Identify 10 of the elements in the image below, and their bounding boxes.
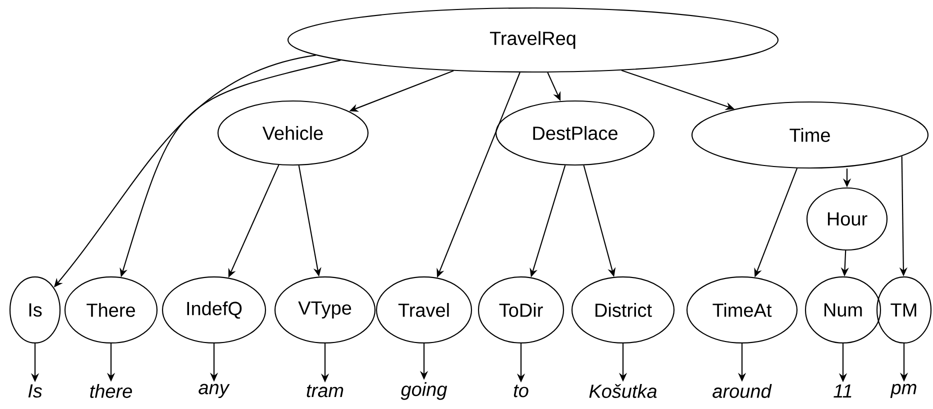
- word-label: Košutka: [589, 384, 657, 398]
- word-label: going: [400, 382, 448, 400]
- word-label: around: [712, 384, 772, 398]
- word-label: Is: [28, 384, 42, 398]
- word-label: there: [90, 384, 132, 398]
- word-label: pm: [890, 384, 916, 398]
- word-label: tram: [306, 384, 344, 398]
- word-label: any: [198, 384, 230, 398]
- word-label: 11: [834, 384, 852, 398]
- word-label: to: [514, 384, 528, 398]
